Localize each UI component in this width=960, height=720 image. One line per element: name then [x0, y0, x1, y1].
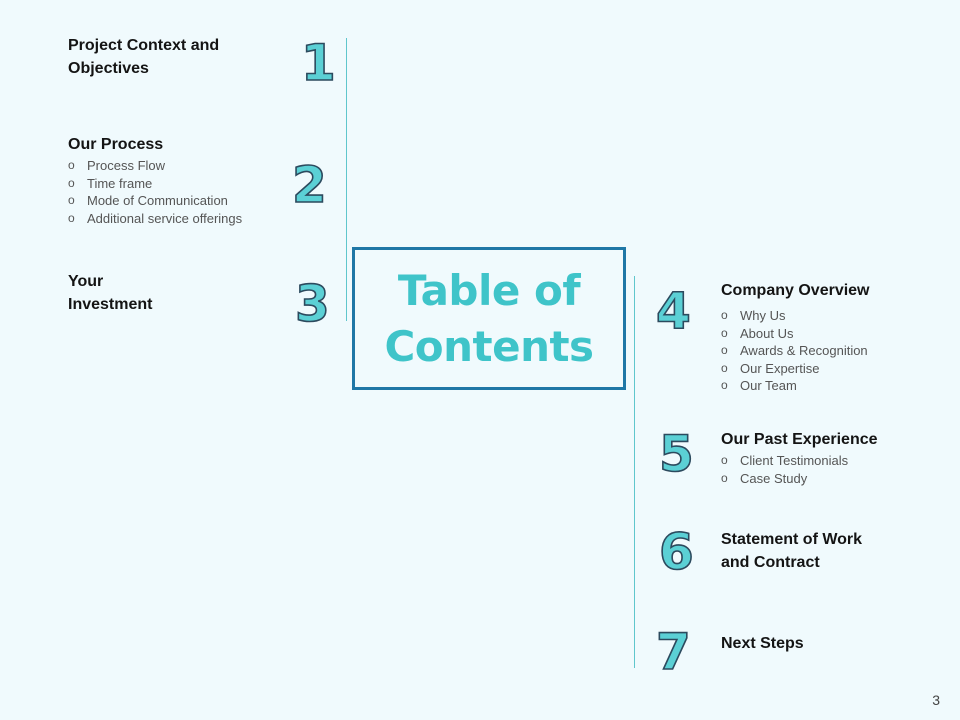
section-3-title: Your Investment [68, 270, 152, 316]
bullet-icon: o [721, 360, 728, 375]
section-1-number: 1 [300, 34, 336, 92]
bullet-icon: o [68, 210, 75, 225]
table-of-contents-box: Table of Contents [352, 247, 626, 390]
section-6-title-line-1: Statement of Work [721, 531, 863, 548]
bullet-icon: o [721, 470, 728, 485]
bullet-icon: o [68, 158, 75, 172]
section-3-title-line-2: Investment [68, 296, 153, 313]
section-4-title: Company Overview [721, 282, 870, 299]
section-7-number: 7 [655, 623, 691, 681]
left-divider-line [346, 38, 347, 321]
toc-heading-line-1: Table of [397, 265, 581, 315]
section-6-title-line-2: and Contract [721, 554, 820, 571]
bullet-icon: o [68, 193, 75, 207]
toc-heading-line-2: Contents [384, 321, 594, 371]
bullet-icon: o [68, 175, 75, 190]
section-1-title-line-2: Objectives [68, 60, 149, 77]
section-4-number: 4 [655, 282, 691, 340]
bullet-icon: o [721, 308, 728, 322]
section-2-number: 2 [291, 156, 327, 214]
section-5-title: Our Past Experience [721, 431, 878, 448]
section-6-title: Statement of Work and Contract [721, 528, 862, 574]
bullet-icon: o [721, 325, 728, 340]
section-5-number: 5 [658, 425, 694, 483]
section-3-title-line-1: Your [68, 273, 104, 290]
section-3-number: 3 [294, 275, 330, 333]
section-1-title: Project Context and Objectives [68, 34, 219, 80]
bullet-icon: o [721, 343, 728, 357]
section-1-title-line-1: Project Context and [68, 37, 220, 54]
table-of-contents-heading: Table of Contents [384, 263, 594, 375]
bullet-icon: o [721, 378, 728, 392]
bullet-icon: o [721, 453, 728, 467]
page-number: 3 [932, 692, 940, 708]
section-7-title: Next Steps [721, 635, 804, 652]
section-6-number: 6 [658, 523, 694, 581]
section-2-title: Our Process [68, 136, 164, 153]
right-divider-line [634, 276, 635, 668]
